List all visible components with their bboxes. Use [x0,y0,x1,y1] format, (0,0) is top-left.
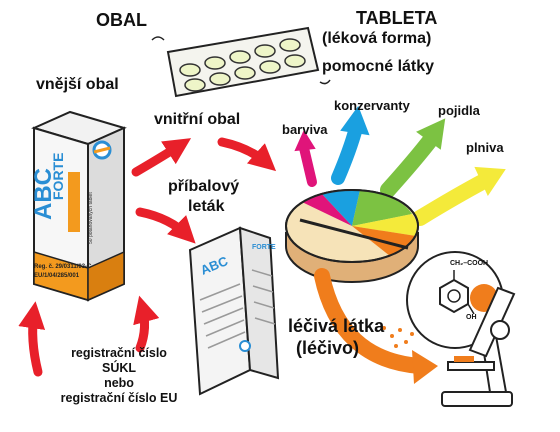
label-leciva-latka: léčivá látka [288,316,385,336]
label-vnejsi-obal: vnější obal [36,76,119,93]
box-reg2: EU/1/04/285/001 [34,273,80,279]
box-forte: FORTE [50,152,66,200]
label-konzervanty: konzervanty [334,98,410,113]
label-obal: OBAL [96,10,147,30]
arrow-box-to-leaflet [135,207,196,244]
medicine-box [31,110,127,302]
molecule [406,251,504,349]
label-reg-line1: registrační číslo [71,346,167,360]
label-barviva: barviva [282,122,328,137]
leaflet-forte: FORTE [252,244,276,251]
label-vnitrni-obal: vnitřní obal [154,111,241,128]
active-substance-arrow [314,268,438,384]
arrow-box-to-inner [131,138,192,177]
label-pribalovy: příbalový [168,178,240,195]
label-letak: leták [188,198,225,215]
label-pojidla: pojidla [438,103,480,118]
label-reg-line2: SÚKL [101,361,137,375]
tablet-pie [285,189,419,283]
arrow-inner-to-tablet [217,137,277,172]
box-count: 50 potahovaných tablet [88,192,94,244]
label-lekova-forma: (léková forma) [322,30,432,47]
label-pomocne-latky: pomocné látky [322,58,435,75]
molecule-oh: OH [466,314,477,321]
label-reg-line3: nebo [104,376,134,390]
arrow-reg-up-left [18,301,46,377]
label-lecivo: (léčivo) [296,338,360,358]
excipient-arrows [294,105,506,226]
leaflet [188,226,280,396]
blister-pack [151,26,331,98]
arrow-reg-up-right [133,295,160,353]
box-reg1: Reg. č. 29/0311/03-C [34,264,92,270]
label-plniva: plniva [466,140,504,155]
label-tableta: TABLETA [356,8,438,28]
label-reg-line4: registrační číslo EU [60,391,178,405]
microscope [441,286,516,407]
molecule-top: CH₂–COOH [450,260,489,267]
